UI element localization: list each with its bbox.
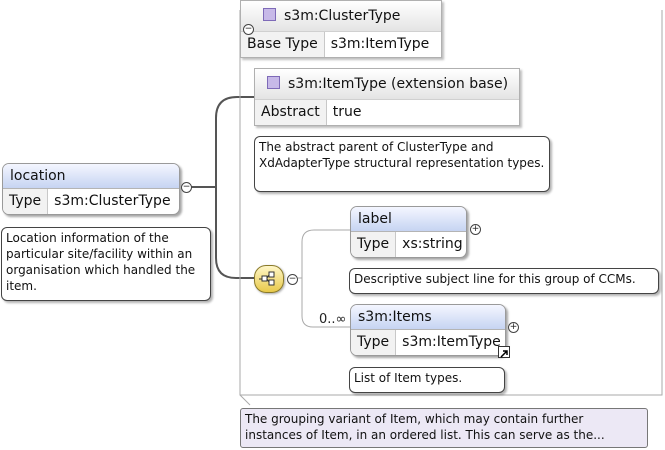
label-type-value: xs:string	[402, 236, 463, 252]
cluster-type-collapse-icon[interactable]: −	[243, 24, 254, 35]
cluster-type-doc: The grouping variant of Item, which may …	[240, 408, 648, 448]
items-cardinality: 0..∞	[319, 312, 347, 327]
item-type-name: s3m:ItemType (extension base)	[288, 76, 509, 92]
label-type-label: Type	[351, 232, 397, 257]
items-type-value: s3m:ItemType	[402, 334, 501, 350]
sequence-compositor-icon[interactable]	[254, 265, 284, 293]
complex-type-icon	[263, 8, 276, 21]
items-element[interactable]: s3m:Items Type s3m:ItemType	[350, 304, 506, 356]
label-expand-icon[interactable]: +	[470, 224, 481, 235]
label-name: label	[351, 207, 466, 232]
complex-type-icon	[267, 76, 280, 89]
abstract-label: Abstract	[255, 100, 327, 125]
base-type-label: Base Type	[241, 32, 325, 57]
base-type-value: s3m:ItemType	[330, 36, 430, 52]
location-type-value: s3m:ClusterType	[54, 193, 171, 209]
items-doc: List of Item types.	[349, 367, 505, 393]
location-doc: Location information of the particular s…	[1, 227, 211, 301]
location-element[interactable]: location Type s3m:ClusterType	[2, 163, 180, 215]
cluster-type-box[interactable]: s3m:ClusterType Base Type s3m:ItemType	[240, 0, 442, 58]
label-element[interactable]: label Type xs:string	[350, 206, 467, 258]
item-type-box[interactable]: s3m:ItemType (extension base) Abstract t…	[254, 68, 520, 126]
items-type-label: Type	[351, 330, 397, 355]
cluster-type-name: s3m:ClusterType	[284, 8, 401, 24]
items-name: s3m:Items	[351, 305, 505, 330]
location-type-label: Type	[3, 189, 49, 214]
abstract-value: true	[332, 104, 362, 120]
item-type-doc: The abstract parent of ClusterType and X…	[254, 136, 550, 192]
location-collapse-icon[interactable]: −	[181, 182, 192, 193]
sequence-collapse-icon[interactable]: −	[287, 274, 298, 285]
label-doc: Descriptive subject line for this group …	[349, 268, 659, 294]
items-expand-icon[interactable]: +	[508, 322, 519, 333]
location-name: location	[3, 164, 179, 189]
link-arrow-icon[interactable]	[498, 346, 510, 358]
